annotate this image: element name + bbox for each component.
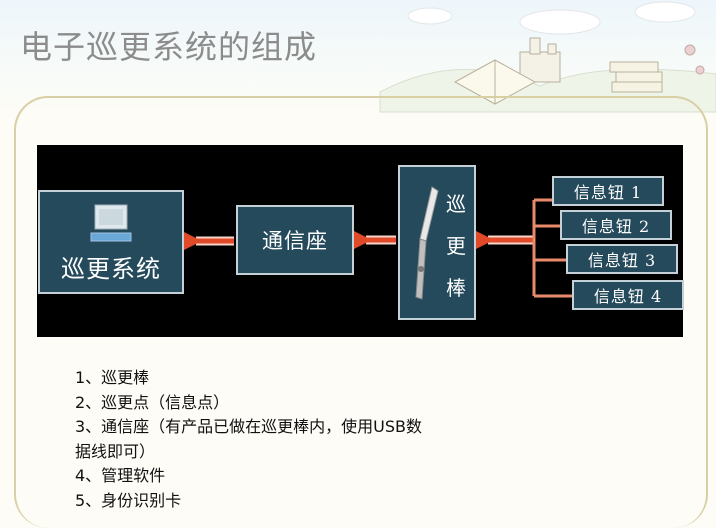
slide-title: 电子巡更系统的组成: [20, 28, 318, 66]
info-button-1-box: 信息钮 1: [552, 176, 664, 206]
list-item: 4、管理软件: [75, 466, 166, 485]
info-button-3-box: 信息钮 3: [566, 244, 678, 274]
stick-char: 巡: [446, 192, 466, 216]
list-item: 2、巡更点（信息点）: [75, 392, 230, 412]
list-item: 1、巡更棒: [75, 368, 150, 387]
list-item: 3、通信座（有产品已做在巡更棒内，使用USB数: [75, 417, 423, 436]
info-button-label: 信息钮 1: [573, 183, 643, 202]
stick-char: 棒: [446, 276, 466, 300]
stick-label: 巡 更 棒: [444, 183, 468, 309]
button-branch-lines: [532, 198, 572, 298]
comm-label: 通信座: [262, 229, 328, 253]
component-list: 1、巡更棒 2、巡更点（信息点） 3、通信座（有产品已做在巡更棒内，使用USB数…: [75, 366, 422, 513]
stick-char: 更: [446, 234, 466, 258]
info-button-label: 信息钮 3: [587, 251, 657, 270]
info-button-4-box: 信息钮 4: [572, 280, 684, 310]
computer-icon: [90, 204, 132, 241]
list-item: 据线即可）: [75, 441, 156, 461]
info-button-2-box: 信息钮 2: [560, 210, 672, 240]
info-button-label: 信息钮 4: [593, 287, 663, 306]
decorative-scenery: [379, 1, 716, 113]
info-button-label: 信息钮 2: [581, 217, 651, 236]
list-item: 5、身份识别卡: [75, 490, 182, 510]
patrol-stick-box: 巡 更 棒: [398, 165, 476, 320]
patrol-system-box: 巡更系统: [38, 190, 184, 294]
system-label: 巡更系统: [61, 254, 161, 283]
content-frame: [14, 96, 708, 528]
patrol-stick-icon: [415, 186, 439, 300]
comm-dock-box: 通信座: [236, 205, 354, 275]
